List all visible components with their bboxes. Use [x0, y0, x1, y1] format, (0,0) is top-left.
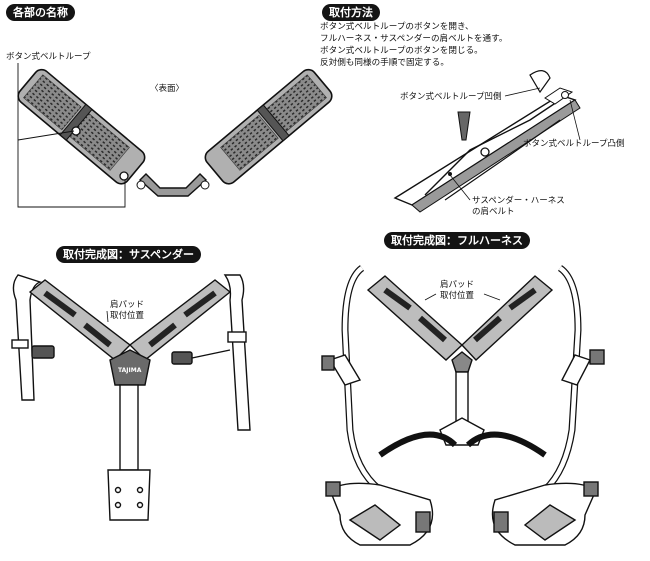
brand-mark: TAJIMA — [118, 367, 142, 374]
front-side-label: 〈表面〉 — [150, 84, 185, 94]
harness-pad-label-line2: 取付位置 — [440, 291, 475, 301]
belt-loop-label: ボタン式ベルトループ — [6, 52, 91, 62]
shoulder-belt-label: サスペンダー・ハーネス の肩ベルト — [472, 196, 565, 218]
suspender-pad-label: 肩パッド 取付位置 — [110, 300, 144, 322]
shoulder-pad-parts-diagram — [17, 63, 333, 208]
suspender-pad-label-line1: 肩パッド — [110, 300, 145, 310]
suspender-heading: 取付完成図：サスペンダー — [56, 246, 202, 263]
attach-instructions: ボタン式ベルトループのボタンを開き、 フルハーネス・サスペンダーの肩ベルトを通す… — [320, 21, 507, 69]
attach-step: 反対側も同様の手順で固定する。 — [320, 58, 449, 68]
harness-pad-label: 肩パッド 取付位置 — [440, 280, 474, 302]
harness-pad-label-line1: 肩パッド — [440, 280, 475, 290]
parts-heading: 各部の名称 — [6, 4, 75, 21]
attach-step: フルハーネス・サスペンダーの肩ベルトを通す。 — [320, 34, 508, 44]
shoulder-belt-label-line2: の肩ベルト — [472, 207, 515, 217]
concave-side-label: ボタン式ベルトループ凹側 — [400, 92, 502, 102]
convex-side-label: ボタン式ベルトループ凸側 — [523, 139, 625, 149]
shoulder-belt-label-line1: サスペンダー・ハーネス — [472, 196, 565, 206]
full-harness-diagram — [321, 265, 605, 546]
attach-step: ボタン式ベルトループのボタンを開き、 — [320, 22, 474, 32]
attach-method-diagram — [393, 70, 581, 213]
attach-step: ボタン式ベルトループのボタンを閉じる。 — [320, 46, 483, 56]
attach-heading: 取付方法 — [322, 4, 380, 21]
suspender-pad-label-line2: 取付位置 — [110, 311, 145, 321]
harness-heading: 取付完成図：フルハーネス — [384, 232, 530, 249]
suspender-diagram — [11, 274, 251, 521]
